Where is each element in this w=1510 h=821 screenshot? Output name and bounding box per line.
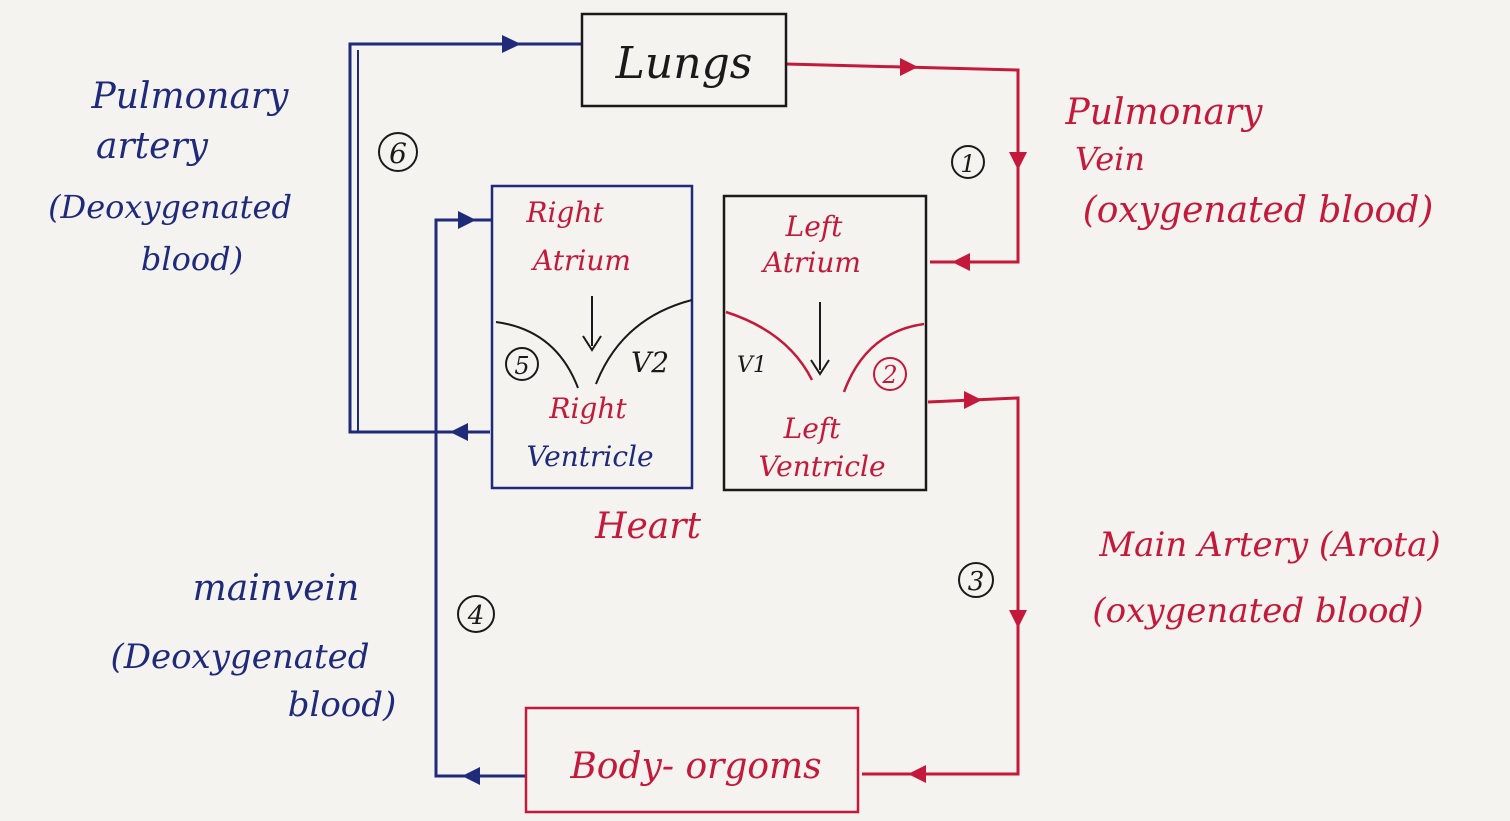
left-atrium-arrow-head bbox=[810, 359, 830, 376]
pulmonary-artery-line-3: (Deoxygenated bbox=[48, 188, 292, 226]
main-artery-line-2: (oxygenated blood) bbox=[1092, 591, 1423, 631]
valve-v2-label: V2 bbox=[631, 346, 669, 379]
pulmonary-vein-line-1: Pulmonary bbox=[1065, 92, 1264, 133]
lungs-label: Lungs bbox=[615, 38, 753, 89]
step-3-circle bbox=[958, 562, 994, 598]
step-6-circle bbox=[378, 132, 418, 172]
pulmonary-artery-line-4: blood) bbox=[141, 240, 243, 278]
right-atrium-arrow-head bbox=[582, 335, 602, 352]
heart-label: Heart bbox=[594, 506, 701, 547]
main-artery-label: Main Artery (Arota) (oxygenated blood) bbox=[1092, 525, 1440, 631]
step-3-label: 3 bbox=[968, 567, 985, 597]
right-heart-outline bbox=[490, 184, 694, 490]
right-heart-box: Right Atrium V2 5 Right Ventricle bbox=[490, 184, 694, 490]
step-2-circle bbox=[873, 357, 907, 391]
arrow-down-main-artery bbox=[1009, 610, 1027, 628]
pulmonary-vein-line-2: Vein bbox=[1075, 140, 1145, 178]
deoxygenated-paths bbox=[348, 42, 582, 778]
main-vein-label: mainvein (Deoxygenated blood) bbox=[110, 568, 396, 725]
arrow-out-left-ventricle bbox=[964, 391, 982, 409]
step-4-circle bbox=[457, 595, 495, 633]
main-vein-path bbox=[434, 218, 526, 778]
valve-v1-label: V1 bbox=[737, 353, 767, 378]
arrow-out-lungs bbox=[900, 58, 918, 76]
step-1-label: 1 bbox=[960, 150, 975, 178]
left-heart-box: Left Atrium V1 2 Left Ventricle bbox=[722, 194, 928, 492]
step-markers: 6 1 3 4 bbox=[378, 132, 994, 633]
pulmonary-vein-line-3: (oxygenated blood) bbox=[1083, 190, 1434, 231]
right-ventricle-label-1: Right bbox=[548, 392, 627, 425]
left-atrium-label-2: Atrium bbox=[760, 246, 861, 279]
pulmonary-vein-label: Pulmonary Vein (oxygenated blood) bbox=[1065, 92, 1434, 231]
arrow-to-right-atrium bbox=[458, 211, 476, 229]
left-atrium-label-1: Left bbox=[785, 210, 844, 243]
right-atrium-label-1: Right bbox=[525, 196, 604, 229]
pulmonary-artery-path bbox=[348, 42, 582, 434]
left-heart-outline bbox=[722, 194, 928, 492]
tricuspid-valve-left bbox=[495, 321, 579, 389]
main-vein-line-2: (Deoxygenated bbox=[110, 637, 369, 677]
arrow-out-body-organs bbox=[462, 767, 480, 785]
step-6-label: 6 bbox=[389, 137, 407, 170]
deoxygenated-arrows bbox=[450, 35, 521, 785]
right-atrium-label-2: Atrium bbox=[530, 244, 631, 277]
arrow-out-right-ventricle bbox=[450, 423, 468, 441]
body-organs-box: Body- orgoms bbox=[524, 706, 860, 814]
oxygenated-arrows bbox=[900, 58, 1027, 783]
left-ventricle-label-1: Left bbox=[783, 412, 842, 445]
arrow-to-left-atrium bbox=[952, 253, 970, 271]
pulmonary-artery-line-2: artery bbox=[96, 126, 209, 167]
main-vein-line-3: blood) bbox=[288, 685, 397, 725]
lungs-outline bbox=[580, 12, 788, 108]
arrow-to-body-organs bbox=[908, 765, 926, 783]
pulmonary-artery-label: Pulmonary artery (Deoxygenated blood) bbox=[48, 76, 292, 278]
mitral-valve-left bbox=[725, 310, 814, 381]
right-ventricle-label-2: Ventricle bbox=[526, 440, 653, 473]
arrow-down-pulmonary-vein bbox=[1009, 152, 1027, 170]
tricuspid-valve-right bbox=[595, 299, 693, 385]
main-vein-line-1: mainvein bbox=[193, 568, 360, 609]
body-organs-label: Body- orgoms bbox=[569, 746, 821, 787]
step-1-circle bbox=[951, 145, 985, 179]
step-2-label: 2 bbox=[881, 361, 897, 389]
step-5-label: 5 bbox=[514, 352, 529, 380]
lungs-box: Lungs bbox=[580, 12, 788, 108]
body-organs-outline bbox=[524, 706, 860, 814]
arrow-to-lungs bbox=[502, 35, 521, 53]
main-artery-line-1: Main Artery (Arota) bbox=[1098, 525, 1440, 565]
mitral-valve-right bbox=[842, 322, 925, 393]
pulmonary-artery-line-1: Pulmonary bbox=[91, 76, 290, 117]
step-5-circle bbox=[505, 347, 539, 381]
left-ventricle-label-2: Ventricle bbox=[758, 450, 885, 483]
step-4-label: 4 bbox=[467, 601, 485, 631]
